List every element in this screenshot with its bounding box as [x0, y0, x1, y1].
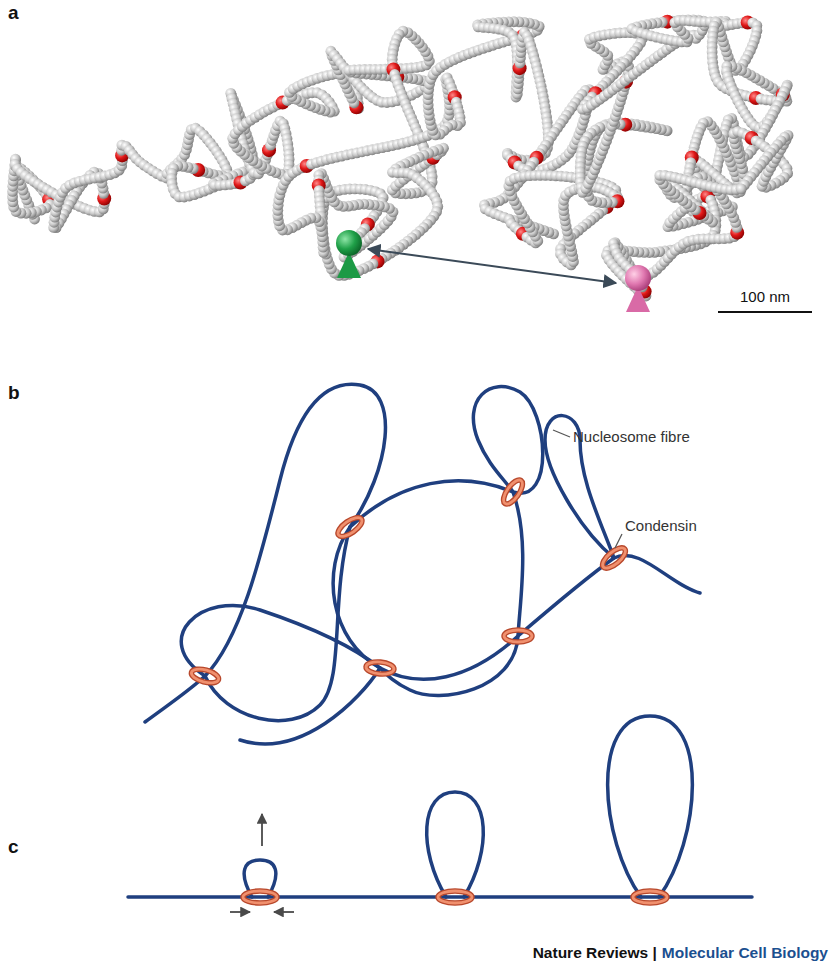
ring-body	[190, 667, 220, 686]
condensin-ring	[366, 661, 395, 675]
panel-letter: b	[8, 382, 20, 405]
ring-outline	[438, 891, 472, 903]
ring-outline	[599, 544, 628, 571]
journal-name: Nature Reviews |	[533, 944, 657, 963]
scale-label: 100 nm	[740, 288, 790, 306]
callout-label: Condensin	[625, 517, 697, 535]
ring-body	[633, 891, 667, 903]
nucleosome-fibre	[380, 492, 523, 695]
condensin-rings	[190, 477, 629, 685]
pink-locus	[625, 265, 651, 291]
ring-outline	[504, 630, 532, 642]
ring-body	[599, 544, 628, 571]
condensin-ring	[633, 891, 667, 903]
condensin-ring	[243, 891, 277, 903]
journal-footer: Nature Reviews | Molecular Cell Biology	[533, 944, 828, 963]
motion-arrows	[230, 814, 294, 912]
ring-outline	[243, 891, 277, 903]
condensin-ring	[190, 667, 220, 686]
nucleosome-fibre	[145, 384, 700, 722]
chain-guide	[13, 20, 789, 296]
journal-title: Molecular Cell Biology	[662, 944, 828, 963]
ring-outline	[335, 514, 365, 540]
nucleosome-fibre	[205, 527, 350, 721]
panel-letter: a	[8, 2, 19, 25]
distance-arrow	[368, 249, 616, 283]
ring-body	[500, 477, 526, 507]
condensin-ring	[500, 477, 526, 507]
locus-markers	[336, 230, 812, 312]
ring-outline	[633, 891, 667, 903]
polymer-chain	[7, 14, 793, 301]
up-arrow	[261, 814, 263, 846]
green-locus	[336, 230, 362, 256]
fibre-network	[145, 384, 700, 744]
leader-line	[615, 534, 622, 548]
condensin-ring	[335, 514, 365, 540]
condensin-ring	[504, 630, 532, 642]
leader-line	[553, 430, 570, 437]
push-arrow	[230, 911, 250, 913]
condensin-ring	[599, 544, 628, 571]
extrusion-series	[128, 716, 752, 897]
ring-body	[335, 514, 365, 540]
scale-bar	[718, 311, 812, 313]
ring-body	[438, 891, 472, 903]
ring-outline	[190, 667, 220, 686]
ring-body	[243, 891, 277, 903]
condensin-rings	[243, 891, 667, 903]
panel-letter: c	[8, 836, 19, 859]
nucleosome-fibre	[181, 605, 380, 676]
nucleosome-fibre	[350, 387, 543, 527]
large-loop	[608, 716, 693, 897]
condensin-ring	[438, 891, 472, 903]
callout-label: Nucleosome fibre	[573, 428, 690, 446]
ring-outline	[366, 661, 395, 675]
ring-body	[366, 661, 395, 675]
nucleosome-bead	[736, 184, 747, 195]
medium-loop	[427, 792, 484, 897]
ring-outline	[500, 477, 526, 507]
nucleosome-fibre	[240, 668, 380, 744]
push-arrow	[274, 911, 294, 913]
ring-body	[504, 630, 532, 642]
